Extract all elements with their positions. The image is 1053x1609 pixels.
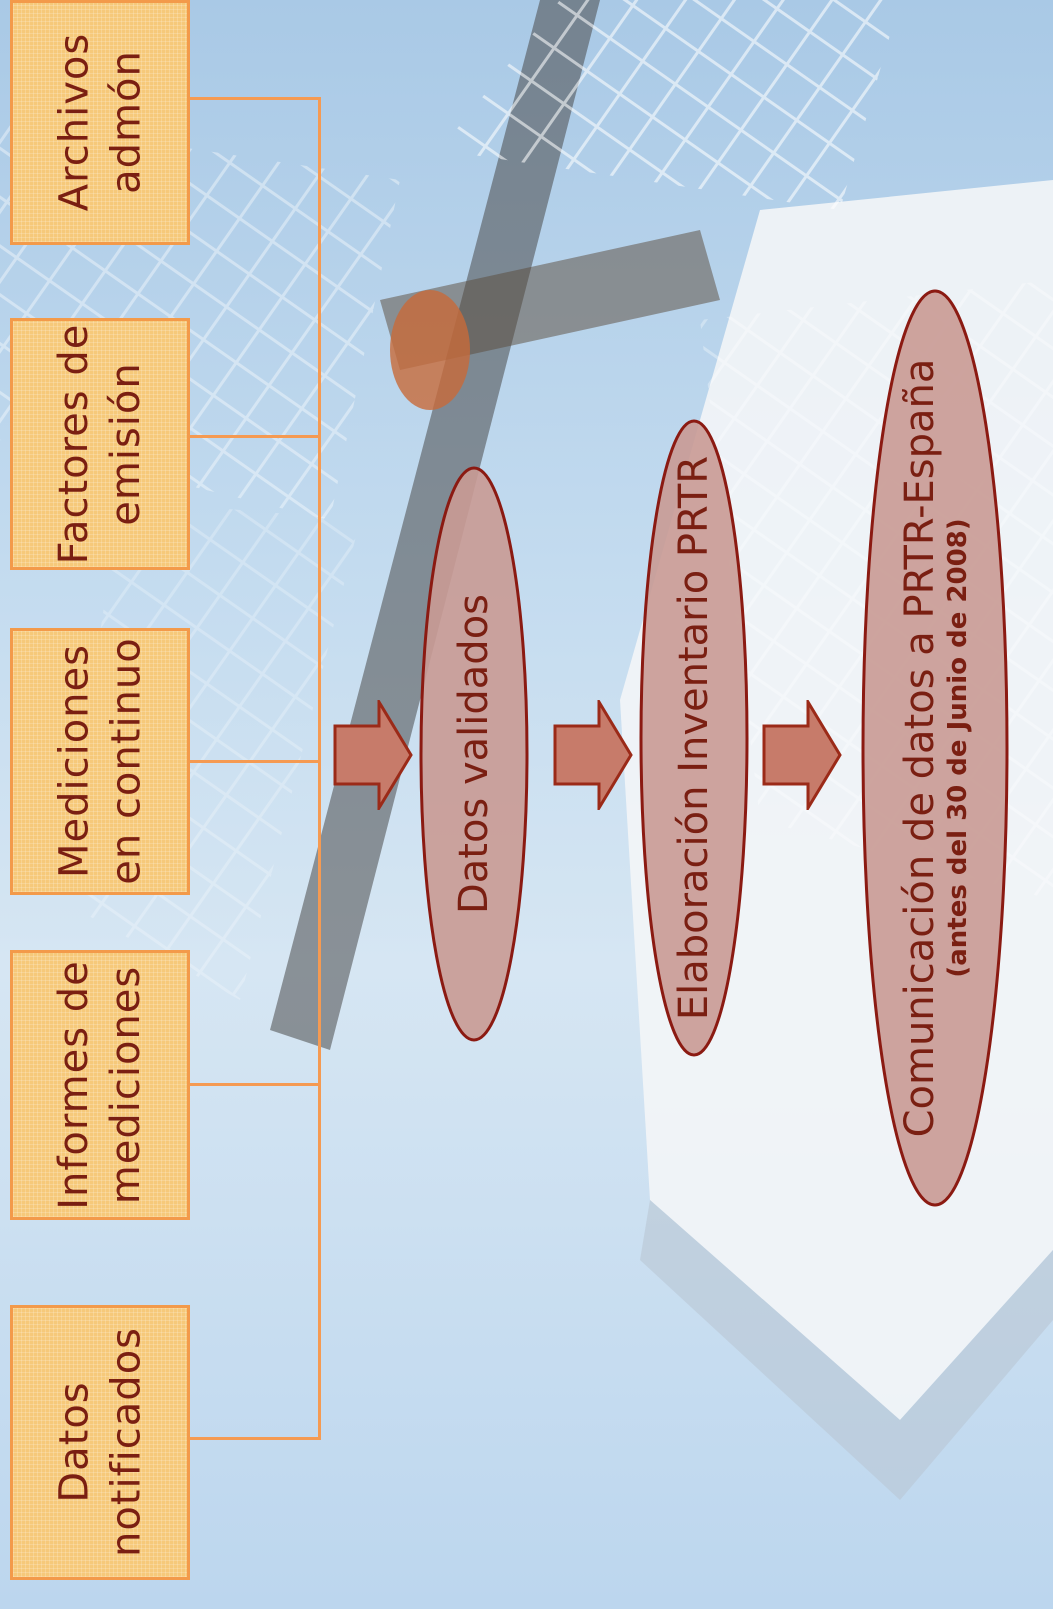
source-box-mediciones (10, 628, 190, 895)
connector-factores (190, 435, 320, 438)
ellipse-datos-validados (419, 466, 529, 1042)
source-box-datos (10, 1305, 190, 1580)
source-box-factores (10, 318, 190, 570)
source-label-mediciones: Mediciones en continuo (51, 637, 150, 885)
source-label-informes: Informes de mediciones (51, 960, 149, 1210)
right-arrow-icon (553, 700, 633, 810)
connector-trunk (318, 97, 321, 1440)
connector-archivos (190, 97, 320, 100)
source-box-archivos (10, 0, 190, 245)
source-box-informes (10, 950, 190, 1220)
step-comunicacion: Comunicación de datos a PRTR-España (ant… (885, 358, 985, 1138)
source-label-archivos: Archivos admón (51, 32, 150, 212)
step-datos-validados: Datos validados (451, 593, 497, 915)
right-arrow-icon (333, 700, 413, 810)
ellipse-inventario (639, 419, 749, 1057)
step-comunicacion-title: Comunicación de datos a PRTR-España (897, 358, 943, 1138)
source-label-datos: Datos notificados (51, 1326, 150, 1558)
connector-mediciones (190, 760, 320, 763)
source-label-factores: Factores de emisión (51, 323, 149, 565)
connector-datos (190, 1437, 320, 1440)
right-arrow-icon (762, 700, 842, 810)
step-comunicacion-deadline: (antes del 30 de Junio de 2008) (943, 518, 973, 978)
connector-informes (190, 1083, 320, 1086)
step-inventario-prtr: Elaboración Inventario PRTR (671, 455, 717, 1021)
ellipse-comunicacion (861, 289, 1009, 1207)
